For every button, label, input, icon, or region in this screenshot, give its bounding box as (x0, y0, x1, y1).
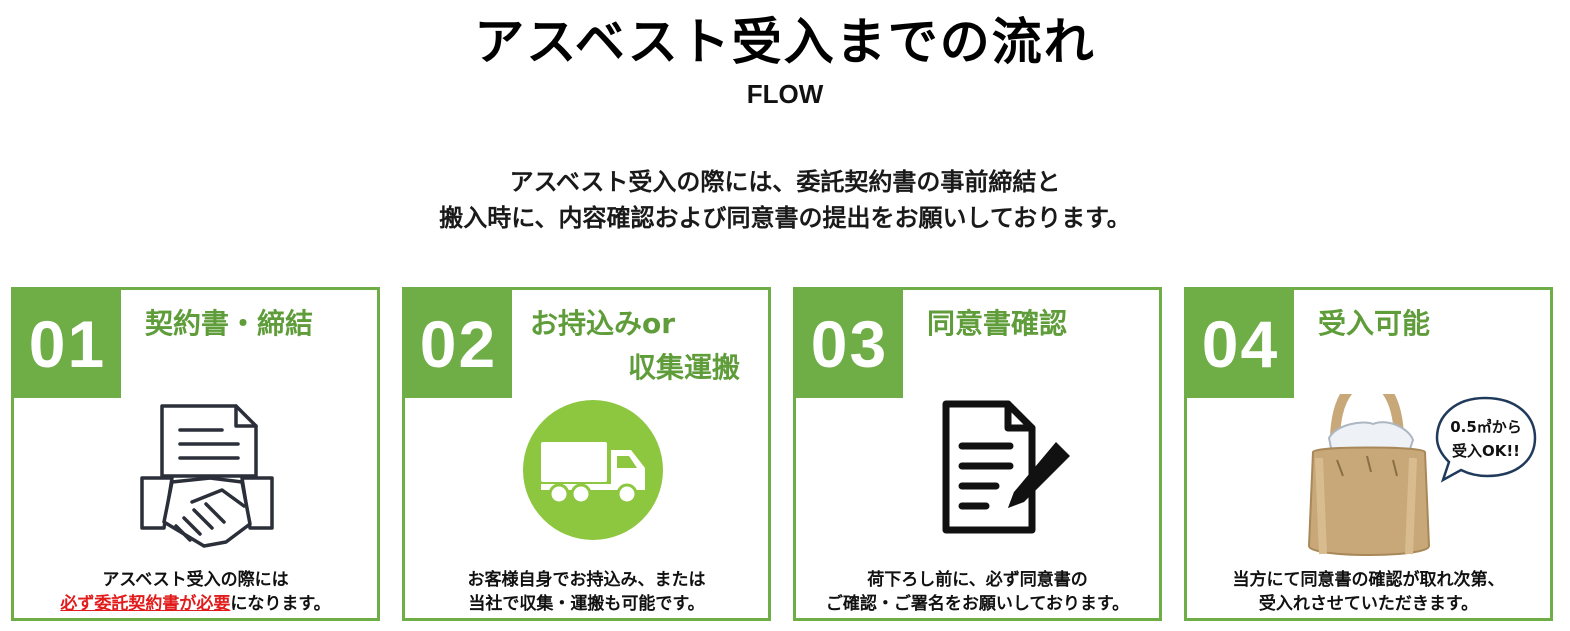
step-desc-line-2: 必ず委託契約書が必要になります。 (14, 592, 377, 616)
step-title: 受入可能 (1318, 307, 1431, 340)
step-title-line-1: お持込みor (530, 307, 676, 340)
contract-handshake-icon (140, 404, 274, 548)
step-desc-line-1: お客様自身でお持込み、または (467, 570, 706, 590)
document-pen-icon (942, 400, 1070, 534)
page-title: アスベスト受入までの流れ (474, 13, 1096, 71)
step-card-02: 02 お持込みor 収集運搬 お客様自身でお持込み、または 当社で収集・運搬も可… (402, 287, 771, 621)
step-number-badge: 03 (796, 290, 903, 398)
step-card-01: 01 契約書・締結 アスベスト受入の際には 必ず委託契約書が必要になります。 (11, 287, 380, 621)
step-desc-line-1: アスベスト受入の際には (102, 570, 289, 590)
intro-line-2: 搬入時に、内容確認および同意書の提出をお願いしております。 (439, 204, 1131, 232)
step-title: 契約書・締結 (145, 307, 314, 340)
step-description: アスベスト受入の際には 必ず委託契約書が必要になります。 (14, 568, 377, 616)
step-desc-line-2: 受入れさせていただきます。 (1258, 594, 1479, 614)
step-number-badge: 01 (14, 290, 121, 398)
step-number-badge: 04 (1187, 290, 1294, 398)
step-title: 同意書確認 (927, 307, 1068, 340)
step-card-04: 04 受入可能 0.5㎥から 受入OK!! 当方にて同意書の確認が取れ次第、 受… (1184, 287, 1553, 621)
step-description: 当方にて同意書の確認が取れ次第、 受入れさせていただきます。 (1187, 568, 1550, 616)
step-desc-line-1: 当方にて同意書の確認が取れ次第、 (1232, 570, 1505, 590)
step-desc-line-2: 当社で収集・運搬も可能です。 (468, 594, 705, 614)
step-description: お客様自身でお持込み、または 当社で収集・運搬も可能です。 (405, 568, 768, 616)
step-number-badge: 02 (405, 290, 512, 398)
step-title: お持込みor 収集運搬 (512, 302, 762, 390)
step-desc-line-2: ご確認・ご署名をお願いしております。 (825, 594, 1130, 614)
page-subtitle: FLOW (746, 79, 824, 109)
step-description: 荷下ろし前に、必ず同意書の ご確認・ご署名をお願いしております。 (796, 568, 1159, 616)
step-title-line-2: 収集運搬 (627, 351, 740, 384)
step-desc-line-1: 荷下ろし前に、必ず同意書の (867, 570, 1088, 590)
truck-icon (523, 400, 663, 540)
step-card-03: 03 同意書確認 荷下ろし前に、必ず同意書の ご確認・ご署名をお願いしております… (793, 287, 1162, 621)
flexible-container-bag-icon: 0.5㎥から 受入OK!! (1307, 394, 1537, 556)
bubble-text-line-2: 受入OK!! (1452, 442, 1520, 460)
step-desc-line-2-rest: になります。 (230, 594, 331, 614)
intro-text: アスベスト受入の際には、委託契約書の事前締結と 搬入時に、内容確認および同意書の… (0, 164, 1570, 236)
intro-line-1: アスベスト受入の際には、委託契約書の事前締結と (509, 168, 1061, 196)
bubble-text-line-1: 0.5㎥から (1450, 418, 1522, 436)
required-contract-emphasis: 必ず委託契約書が必要 (60, 594, 231, 614)
